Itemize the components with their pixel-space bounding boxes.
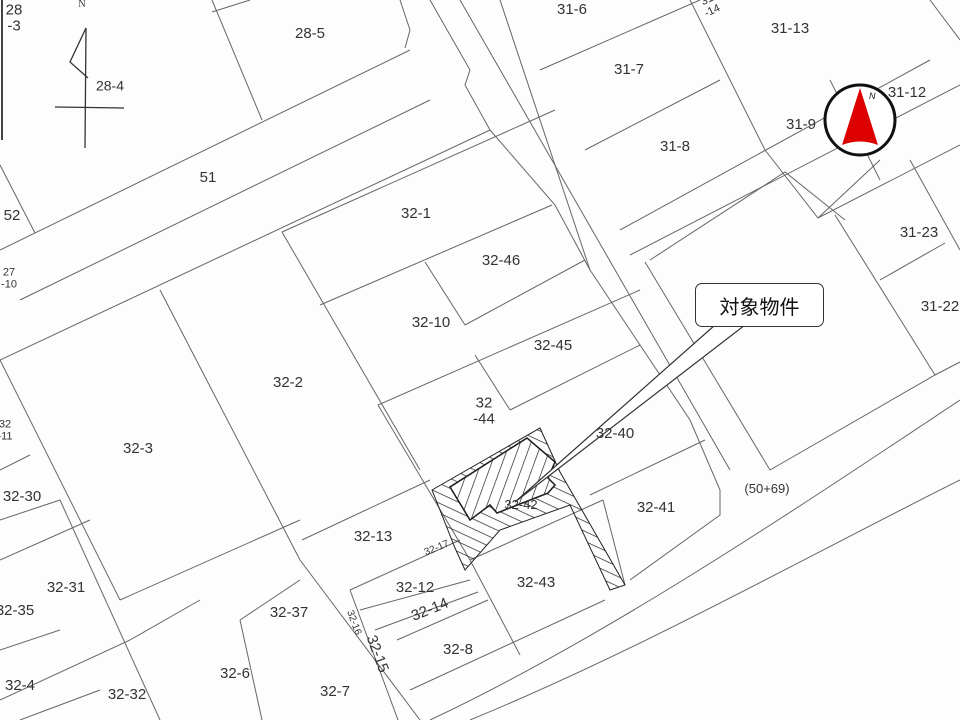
parcel-label-line: 32 xyxy=(0,418,12,431)
parcel-label: 32-42 xyxy=(504,497,538,513)
parcel-label: 32-6 xyxy=(219,665,251,683)
parcel-label: 32-35 xyxy=(0,602,35,620)
parcel-label: 32-7 xyxy=(319,683,351,701)
parcel-label: 31-23 xyxy=(899,224,939,242)
parcel-label: 31-7 xyxy=(613,61,645,79)
road-label: (50+69) xyxy=(744,481,790,497)
parcel-label: 28-5 xyxy=(294,25,326,43)
parcel-label-line: -44 xyxy=(473,410,495,427)
parcel-label-line: 27 xyxy=(2,266,16,279)
parcel-label: 27-10 xyxy=(1,267,17,290)
parcel-label: 31-12 xyxy=(887,84,927,102)
compass-label: N xyxy=(869,91,876,101)
parcel-label: 32-37 xyxy=(269,604,309,622)
parcel-label: 52 xyxy=(3,207,21,225)
parcel-label: 31-9 xyxy=(785,116,817,134)
compass-north-arrow-icon: N xyxy=(823,83,897,157)
parcel-label: 31-6 xyxy=(556,1,588,19)
parcel-label: 28-4 xyxy=(95,77,125,94)
target-property-callout: 対象物件 xyxy=(695,283,824,327)
parcel-label: 32-44 xyxy=(473,395,495,427)
parcel-label: 32-10 xyxy=(411,314,451,332)
parcel-label: 32-13 xyxy=(353,528,393,546)
parcel-label-line: -10 xyxy=(1,278,17,290)
parcel-label: 32-46 xyxy=(481,252,521,270)
parcel-label: 32-45 xyxy=(533,337,573,355)
parcel-label-line: -3 xyxy=(7,17,21,34)
parcel-label: 32-43 xyxy=(516,574,556,592)
parcel-label: 32-8 xyxy=(442,641,474,659)
parcel-label: 51 xyxy=(199,169,217,187)
parcel-label: 32-32 xyxy=(107,686,147,704)
parcel-label: 32-4 xyxy=(4,677,36,695)
parcel-label: 32-2 xyxy=(272,374,304,392)
parcel-label: 31-8 xyxy=(659,138,691,156)
parcel-label: 28-3 xyxy=(6,2,23,34)
target-parcel xyxy=(431,427,626,591)
parcel-label: 32-40 xyxy=(595,425,635,443)
parcel-label-line: 32 xyxy=(475,394,493,412)
parcel-label: 32-12 xyxy=(395,579,435,597)
parcel-label-line: 28 xyxy=(5,1,23,19)
parcel-label: 32-11 xyxy=(0,419,13,442)
callout-text: 対象物件 xyxy=(719,294,800,319)
north-sketch-label: N xyxy=(78,0,86,10)
parcel-label: 31-13 xyxy=(770,20,810,38)
parcel-label: 31-22 xyxy=(920,298,960,316)
parcel-label: 32-31 xyxy=(46,579,86,597)
parcel-label: 32-3 xyxy=(122,440,154,458)
parcel-label: 32-41 xyxy=(636,499,676,517)
parcel-label: 32-1 xyxy=(400,205,432,223)
parcel-label: 32-30 xyxy=(2,488,42,506)
north-sketch-icon xyxy=(54,27,125,149)
parcel-label-line: -11 xyxy=(0,430,13,442)
